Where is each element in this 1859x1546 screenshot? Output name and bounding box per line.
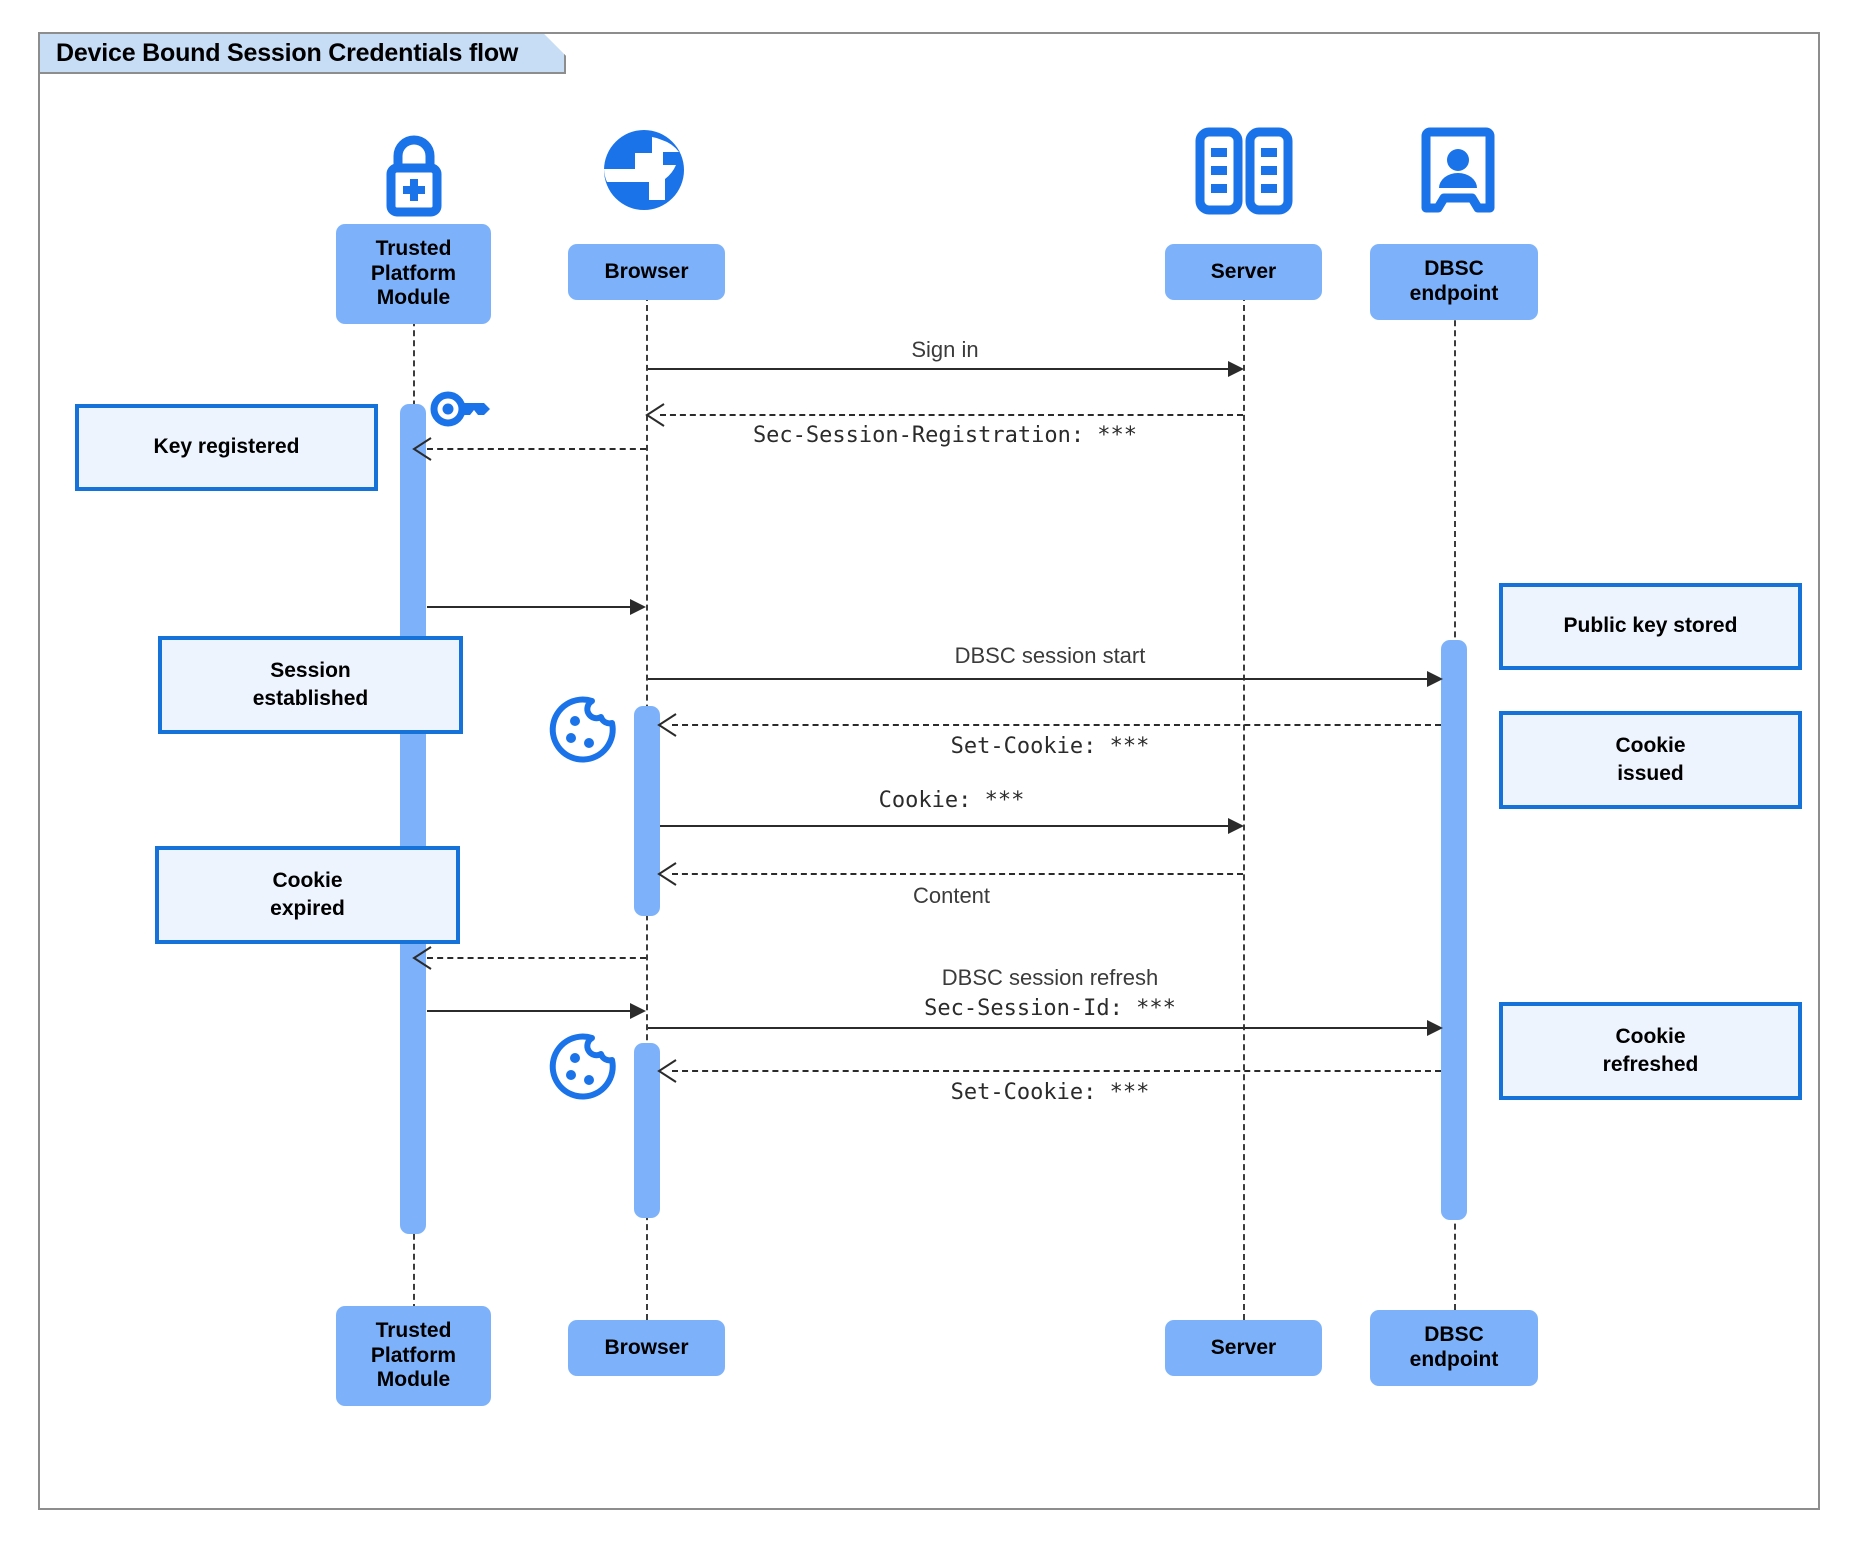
globe-icon bbox=[600, 126, 688, 214]
participant-footer-tpm[interactable]: Trusted Platform Module bbox=[336, 1306, 491, 1406]
cookie-icon bbox=[547, 693, 619, 765]
cookie-icon bbox=[547, 1030, 619, 1102]
message-line-refresh-request-tpm bbox=[427, 957, 646, 959]
note-cookie-issued: Cookie issued bbox=[1499, 711, 1802, 809]
message-label-sec-session-id: Sec-Session-Id: *** bbox=[924, 996, 1176, 1021]
participant-tpm-label: Trusted Platform Module bbox=[370, 237, 457, 310]
message-line-dbsc-session-refresh bbox=[648, 1027, 1441, 1029]
message-arrowhead-content bbox=[656, 861, 677, 886]
note-public-key-stored-label: Public key stored bbox=[1563, 614, 1738, 638]
message-arrowhead-dbsc-session-start bbox=[1427, 671, 1443, 687]
participant-browser-label: Browser bbox=[604, 259, 689, 283]
note-key-registered-label: Key registered bbox=[153, 435, 300, 459]
participant-server[interactable]: Server bbox=[1165, 244, 1322, 300]
message-label-sign-in: Sign in bbox=[911, 337, 979, 362]
message-arrowhead-set-cookie-1 bbox=[656, 712, 677, 737]
note-cookie-issued-label: Cookie issued bbox=[1615, 733, 1686, 785]
message-arrowhead-key-to-browser bbox=[630, 599, 646, 615]
activation-bar-browser-2 bbox=[634, 1043, 660, 1218]
message-label-content: Content bbox=[912, 883, 991, 908]
message-line-set-cookie-1 bbox=[672, 724, 1441, 726]
id-badge-icon bbox=[1418, 126, 1498, 218]
message-label-dbsc-session-refresh: DBSC session refresh bbox=[941, 965, 1159, 990]
message-arrowhead-sign-in bbox=[1228, 361, 1244, 377]
note-session-established: Session established bbox=[158, 636, 463, 734]
message-label-set-cookie-1: Set-Cookie: *** bbox=[950, 734, 1150, 759]
key-icon bbox=[429, 385, 497, 433]
message-arrowhead-signed-challenge bbox=[630, 1003, 646, 1019]
note-public-key-stored: Public key stored bbox=[1499, 583, 1802, 670]
message-arrowhead-sec-session-registration bbox=[644, 402, 665, 427]
diagram-title: Device Bound Session Credentials flow bbox=[40, 34, 566, 74]
note-cookie-expired: Cookie expired bbox=[155, 846, 460, 944]
padlock-plus-icon bbox=[368, 126, 460, 218]
participant-server-label: Server bbox=[1210, 259, 1277, 283]
activation-bar-browser-1 bbox=[634, 706, 660, 916]
participant-browser[interactable]: Browser bbox=[568, 244, 725, 300]
participant-footer-tpm-label: Trusted Platform Module bbox=[370, 1319, 457, 1392]
message-label-sec-session-registration: Sec-Session-Registration: *** bbox=[752, 423, 1138, 448]
message-arrowhead-refresh-request-tpm bbox=[411, 945, 432, 970]
server-rack-icon bbox=[1192, 126, 1296, 218]
message-line-cookie bbox=[660, 825, 1228, 827]
note-session-established-label: Session established bbox=[252, 658, 369, 710]
participant-footer-server[interactable]: Server bbox=[1165, 1320, 1322, 1376]
participant-footer-server-label: Server bbox=[1210, 1335, 1277, 1359]
participant-dbsc[interactable]: DBSC endpoint bbox=[1370, 244, 1538, 320]
message-label-dbsc-session-start: DBSC session start bbox=[954, 643, 1146, 668]
message-line-register-key-reply bbox=[427, 448, 646, 450]
participant-dbsc-label: DBSC endpoint bbox=[1409, 257, 1499, 305]
note-key-registered: Key registered bbox=[75, 404, 378, 491]
participant-footer-browser[interactable]: Browser bbox=[568, 1320, 725, 1376]
note-cookie-expired-label: Cookie expired bbox=[270, 868, 345, 920]
lifeline-server bbox=[1243, 245, 1245, 1320]
message-line-key-to-browser bbox=[427, 606, 630, 608]
message-line-content bbox=[672, 873, 1243, 875]
message-line-signed-challenge bbox=[427, 1010, 630, 1012]
activation-bar-dbsc bbox=[1441, 640, 1467, 1220]
participant-footer-browser-label: Browser bbox=[604, 1335, 689, 1359]
participant-footer-dbsc[interactable]: DBSC endpoint bbox=[1370, 1310, 1538, 1386]
message-arrowhead-set-cookie-2 bbox=[656, 1058, 677, 1083]
note-cookie-refreshed: Cookie refreshed bbox=[1499, 1002, 1802, 1100]
message-line-sign-in bbox=[648, 368, 1228, 370]
message-label-set-cookie-2: Set-Cookie: *** bbox=[950, 1080, 1150, 1105]
activation-bar-tpm bbox=[400, 404, 426, 1234]
message-arrowhead-cookie bbox=[1228, 818, 1244, 834]
message-arrowhead-register-key-reply bbox=[411, 436, 432, 461]
participant-tpm[interactable]: Trusted Platform Module bbox=[336, 224, 491, 324]
message-label-cookie: Cookie: *** bbox=[878, 788, 1025, 813]
message-line-sec-session-registration bbox=[660, 414, 1243, 416]
message-line-set-cookie-2 bbox=[672, 1070, 1441, 1072]
note-cookie-refreshed-label: Cookie refreshed bbox=[1602, 1024, 1699, 1076]
message-arrowhead-dbsc-session-refresh bbox=[1427, 1020, 1443, 1036]
participant-footer-dbsc-label: DBSC endpoint bbox=[1409, 1323, 1499, 1371]
message-line-dbsc-session-start bbox=[648, 678, 1441, 680]
